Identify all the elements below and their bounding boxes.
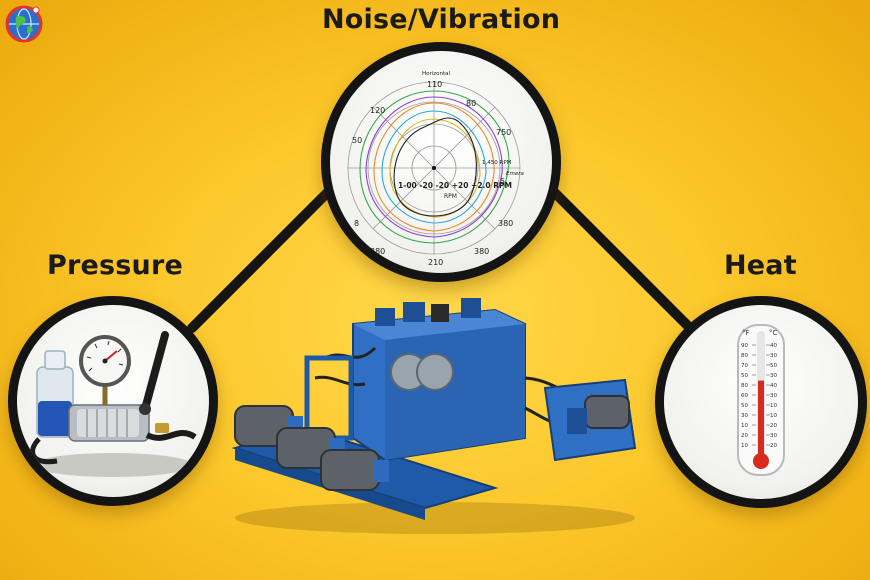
polar-trace-purple (365, 96, 503, 238)
connector-noise-heat (547, 185, 697, 335)
thermometer-tick: 30 (770, 353, 777, 359)
thermometer-tick: 50 (741, 373, 748, 379)
thermometer-tick: 50 (770, 363, 777, 369)
globe-logo-icon (5, 5, 43, 43)
thermometer-tick: 80 (741, 353, 748, 359)
thermometer-tick: 80 (741, 383, 748, 389)
thermometer-tick: 90 (741, 343, 748, 349)
thermometer-tick: 30 (770, 393, 777, 399)
thermometer-tick: 10 (770, 403, 777, 409)
polar-tick-label: 380 (498, 219, 513, 228)
polar-trace-green (359, 90, 510, 244)
hydraulic-power-unit (231, 298, 637, 534)
polar-tick-label: 1,450 RPM (482, 160, 512, 166)
polar-vibration-chart: Horizontal 110 80 750 1,450 RPM Emera 5 … (347, 71, 524, 267)
polar-trace-cyan (381, 110, 487, 224)
thermometer-tick: 30 (770, 433, 777, 439)
polar-tick-label: 110 (427, 80, 442, 89)
thermometer-tick: 60 (741, 393, 748, 399)
thermometer-bulb (753, 453, 769, 469)
polar-tick-label: 210 (428, 258, 443, 267)
polar-tick-label: 120 (370, 106, 385, 115)
thermometer-tick: 10 (741, 423, 748, 429)
thermometer-mercury-level (758, 380, 764, 455)
pressure-gauge-icon (30, 331, 197, 477)
heat-circle: °F °C 90 80 70 50 80 60 50 30 10 20 10 4… (655, 296, 867, 508)
connector-noise-pressure (187, 185, 335, 333)
thermometer-tick: 50 (741, 403, 748, 409)
thermometer-tick: 20 (770, 423, 777, 429)
thermometer-tick: 70 (741, 363, 748, 369)
thermometer-tick: 20 (741, 433, 748, 439)
polar-rpm-row: 1-00 -20 -20 +20 +2.0 RPM (398, 181, 512, 190)
polar-trace-black (393, 117, 477, 217)
polar-tick-label: 50 (352, 136, 362, 145)
polar-tick-label: 8 (354, 219, 359, 228)
thermometer-tick: 20 (770, 443, 777, 449)
thermometer-tick: 10 (770, 413, 777, 419)
thermometer-tick: 40 (770, 383, 777, 389)
celsius-unit: °C (769, 329, 778, 337)
thermometer-tick: 40 (770, 343, 777, 349)
fahrenheit-unit: °F (742, 329, 750, 337)
thermometer-icon: °F °C 90 80 70 50 80 60 50 30 10 20 10 4… (737, 324, 785, 476)
thermometer-tick: 30 (770, 373, 777, 379)
polar-tick-label: 380 (370, 247, 385, 256)
polar-chart-panel: Horizontal 110 80 750 1,450 RPM Emera 5 … (330, 51, 552, 273)
polar-tick-label: 750 (496, 128, 511, 137)
polar-trace-orange (373, 102, 495, 232)
polar-chart-title: Horizontal (422, 71, 451, 77)
polar-legend-label: Emera (506, 171, 524, 177)
polar-tick-label: 80 (466, 99, 476, 108)
noise-vibration-label: Noise/Vibration (322, 4, 561, 35)
polar-tick-label: 380 (474, 247, 489, 256)
pressure-panel (17, 305, 209, 497)
thermometer-tick: 10 (741, 443, 748, 449)
polar-rpm-label: RPM (444, 193, 457, 200)
pressure-circle (8, 296, 218, 506)
thermometer-tick: 30 (741, 413, 748, 419)
heat-label: Heat (724, 250, 797, 281)
pressure-label: Pressure (47, 250, 184, 281)
heat-panel: °F °C 90 80 70 50 80 60 50 30 10 20 10 4… (664, 305, 858, 499)
noise-vibration-circle: Horizontal 110 80 750 1,450 RPM Emera 5 … (321, 42, 561, 282)
polar-tick-label: 5 (500, 177, 505, 186)
